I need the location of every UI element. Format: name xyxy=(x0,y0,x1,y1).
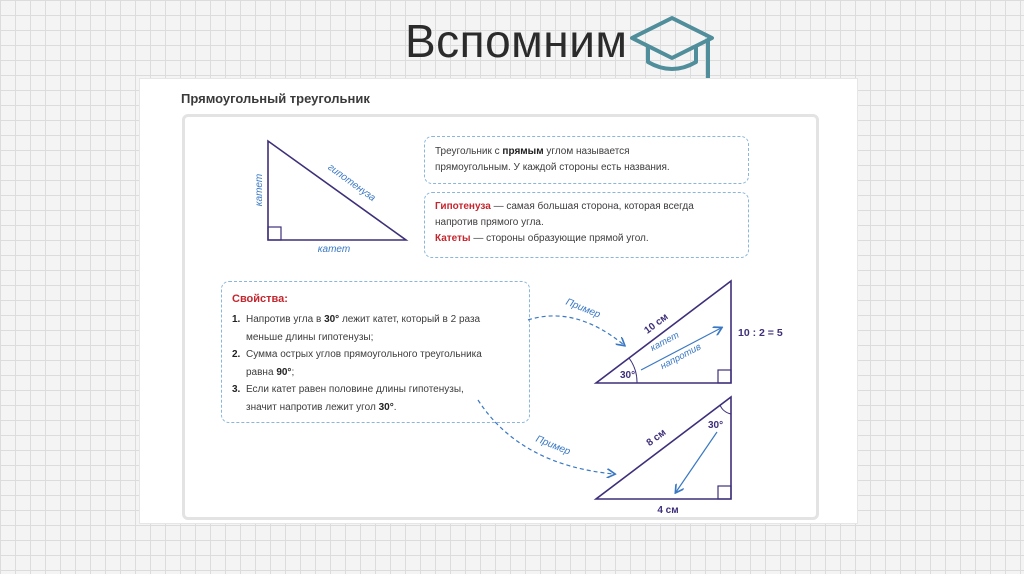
card-heading: Прямоугольный треугольник xyxy=(181,91,370,106)
example1-angle-arc xyxy=(628,357,638,384)
hypotenuse-label: гипотенуза xyxy=(326,162,378,204)
definition-box: Треугольник с прямым углом называется пр… xyxy=(424,136,749,184)
leg-horizontal-label: катет xyxy=(318,244,350,255)
leg-vertical-label: катет xyxy=(254,174,265,206)
legs-definition: Катеты — стороны образующие прямой угол. xyxy=(435,233,649,244)
example1-leg-label-1: катет xyxy=(649,330,681,354)
definition-line-1: Треугольник с прямым углом называется xyxy=(435,146,630,157)
property-item: 3. Если катет равен половине длины гипот… xyxy=(232,384,464,413)
example2-hypotenuse: 8 см xyxy=(645,427,669,449)
example2-leg-arrow xyxy=(676,431,718,492)
example2-base: 4 см xyxy=(657,505,678,516)
graduation-cap-icon xyxy=(630,16,714,80)
hypotenuse-definition-cont: напротив прямого угла. xyxy=(435,217,544,228)
properties-box: Свойства: 1. Напротив угла в 30° лежит к… xyxy=(221,281,530,423)
right-angle-mark xyxy=(267,226,282,241)
example1-right-angle-mark xyxy=(717,369,732,384)
content-card xyxy=(139,78,858,524)
example2-arrow-label: Пример xyxy=(534,434,572,458)
example2-angle: 30° xyxy=(708,420,723,431)
hypotenuse-definition: Гипотенуза — самая большая сторона, кото… xyxy=(435,201,694,212)
inner-frame xyxy=(182,114,819,520)
example1-leg-arrow xyxy=(640,328,721,371)
example2-right-angle-mark xyxy=(717,485,732,500)
slide-title: Вспомним xyxy=(405,15,628,67)
example2-arrow xyxy=(477,399,614,474)
main-triangle xyxy=(267,139,409,241)
example1-hypotenuse: 10 см xyxy=(642,312,670,337)
definition-line-2: прямоугольным. У каждой стороны есть наз… xyxy=(435,162,670,173)
terms-box: Гипотенуза — самая большая сторона, кото… xyxy=(424,192,749,258)
example1-angle: 30° xyxy=(620,370,635,381)
example2-angle-arc xyxy=(719,404,732,415)
property-item: 2. Сумма острых углов прямоугольного тре… xyxy=(232,349,482,378)
property-item: 1. Напротив угла в 30° лежит катет, кото… xyxy=(232,314,481,343)
example1-triangle xyxy=(593,279,732,384)
properties-title: Свойства: xyxy=(232,293,288,305)
example2-triangle xyxy=(593,395,732,500)
example1-arrow xyxy=(527,315,624,345)
example1-calc: 10 : 2 = 5 xyxy=(738,327,783,339)
